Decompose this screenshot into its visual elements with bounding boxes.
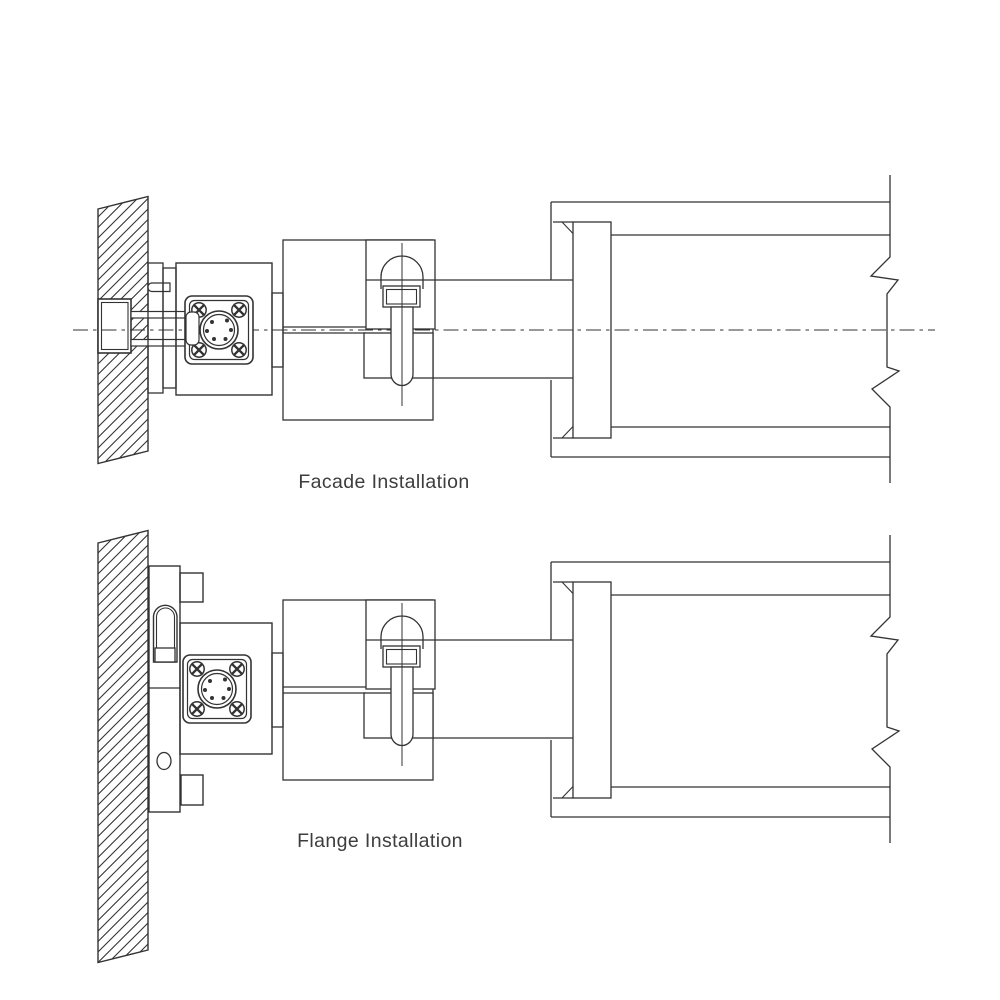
facade-caption: Facade Installation (298, 471, 469, 493)
flange-tab-bottom (180, 774, 204, 806)
flange-plate (148, 565, 181, 813)
through-wall-block (97, 298, 132, 354)
rod-end-bracket (185, 311, 200, 346)
stud-pin (147, 282, 171, 293)
facade-diagram: Facade Installation (73, 174, 935, 493)
clamp-and-cylinder (271, 174, 900, 484)
clamp-and-cylinder (271, 534, 900, 844)
circular-connector (183, 655, 251, 723)
keyhole-slot (152, 604, 178, 663)
mounting-hole (156, 751, 172, 771)
flange-diagram: Flange Installation (97, 529, 900, 964)
wall-hatch (97, 529, 149, 964)
flange-caption: Flange Installation (297, 830, 463, 852)
flange-tab-top (179, 572, 204, 603)
